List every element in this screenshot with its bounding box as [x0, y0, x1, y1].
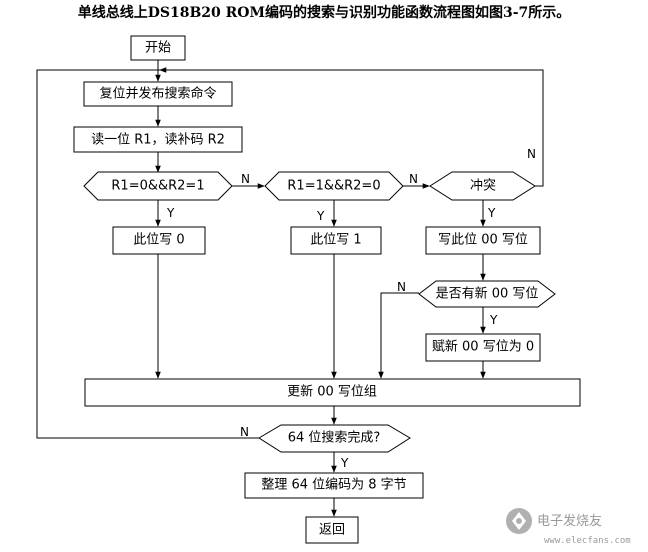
- node-reset-text: 复位并发布搜索命令: [99, 86, 216, 102]
- label-done64-y: Y: [340, 456, 349, 470]
- node-done64-text: 64 位搜索完成?: [288, 431, 381, 446]
- label-conflict-n: N: [527, 147, 536, 161]
- label-conflict-y: Y: [487, 206, 496, 220]
- edge-conflict-reset-loop: [159, 67, 544, 187]
- label-cond1-n: N: [241, 172, 250, 186]
- watermark-url: www.elecfans.com: [544, 536, 631, 546]
- watermark-text: 电子发烧友: [537, 513, 602, 529]
- node-write0-text: 此位写 0: [133, 233, 184, 248]
- label-new00-y: Y: [489, 313, 498, 327]
- label-cond2-y: Y: [316, 209, 325, 223]
- label-cond2-n: N: [409, 172, 418, 186]
- node-write1: [290, 226, 382, 255]
- node-read: [73, 126, 243, 153]
- node-write-pos: [425, 226, 541, 255]
- node-cond1: [83, 171, 233, 201]
- node-return: [305, 516, 359, 544]
- label-done64-n: N: [240, 425, 249, 439]
- node-update: [84, 378, 581, 407]
- label-new00-n: N: [397, 280, 406, 294]
- node-reset: [83, 81, 233, 107]
- watermark-logo-icon: [506, 508, 532, 534]
- node-cond2: [264, 171, 404, 201]
- diagram-caption: 单线总线上DS18B20 ROM编码的搜索与识别功能函数流程图如图3-7所示。: [77, 5, 571, 21]
- node-conflict-text: 冲突: [470, 178, 496, 194]
- node-organize-text: 整理 64 位编码为 8 字节: [261, 478, 406, 493]
- node-new00-text: 是否有新 00 写位: [436, 286, 539, 302]
- watermark: 电子发烧友 www.elecfans.com: [506, 508, 631, 546]
- node-conflict: [429, 171, 536, 201]
- label-cond1-y: Y: [166, 206, 175, 220]
- node-assign: [425, 333, 541, 362]
- edge-new00-update: [378, 292, 419, 379]
- node-new00: [418, 280, 556, 308]
- node-write-pos-text: 写此位 00 写位: [438, 233, 528, 248]
- node-done64: [258, 424, 411, 453]
- node-write0: [112, 226, 206, 255]
- node-return-text: 返回: [319, 523, 345, 538]
- node-cond1-text: R1=0&&R2=1: [111, 179, 204, 194]
- node-start: [130, 35, 186, 61]
- node-read-text: 读一位 R1，读补码 R2: [91, 133, 225, 148]
- node-write1-text: 此位写 1: [310, 233, 361, 248]
- node-start-text: 开始: [145, 41, 171, 56]
- node-cond2-text: R1=1&&R2=0: [287, 179, 380, 194]
- node-organize: [244, 472, 424, 499]
- node-update-text: 更新 00 写位组: [287, 384, 377, 400]
- node-assign-text: 赋新 00 写位为 0: [432, 339, 534, 355]
- edge-done64-loop: [36, 69, 259, 439]
